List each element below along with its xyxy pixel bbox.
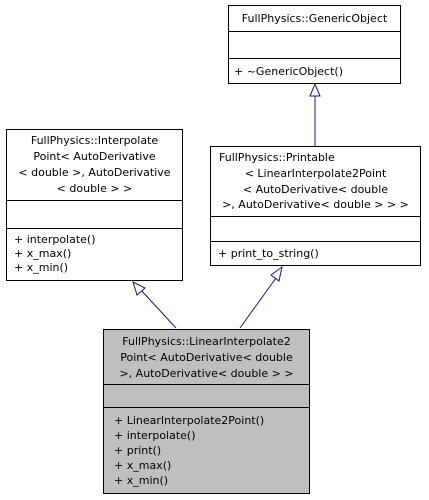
method-print-to-string: + print_to_string() (218, 247, 319, 260)
class-title-line-4: < double > > (57, 182, 133, 195)
class-title-line-2: Point< AutoDerivative< double (120, 351, 293, 364)
class-title-line-4: >, AutoDerivative< double > > > (222, 198, 409, 211)
method-x-min: + x_min() (114, 474, 168, 487)
method-x-min: + x_min() (14, 261, 68, 274)
method-x-max: + x_max() (14, 247, 71, 260)
class-title-line-2: < LinearInterpolate2Point (245, 167, 387, 180)
class-title-line-3: < double >, AutoDerivative (18, 166, 170, 179)
edge-arrowhead-interpolate-point (132, 281, 146, 296)
class-box-linear-interpolate2point: FullPhysics::LinearInterpolate2 Point< A… (103, 329, 310, 494)
edge-arrowhead-printable (270, 265, 283, 282)
class-title-line-1: FullPhysics::Interpolate (31, 134, 159, 147)
inheritance-edges (132, 82, 321, 329)
edge-linear-to-interpolate-point (139, 288, 177, 329)
class-title-generic-object: FullPhysics::GenericObject (242, 12, 388, 25)
edge-linear-to-printable (239, 277, 277, 329)
class-box-generic-object: FullPhysics::GenericObject + ~GenericObj… (228, 5, 401, 84)
class-title-line-2: Point< AutoDerivative (33, 150, 156, 163)
method-interpolate: + interpolate() (114, 429, 196, 442)
class-title-line-1: FullPhysics::Printable (219, 151, 335, 164)
method-interpolate: + interpolate() (14, 233, 96, 246)
class-box-interpolate-point: FullPhysics::Interpolate Point< AutoDeri… (6, 129, 183, 281)
class-title-line-3: >, AutoDerivative< double > > (119, 367, 293, 380)
method-x-max: + x_max() (114, 459, 171, 472)
class-title-line-1: FullPhysics::LinearInterpolate2 (122, 335, 291, 348)
edge-arrowhead-generic-object (309, 82, 321, 97)
method-print: + print() (114, 444, 161, 457)
method-destructor: + ~GenericObject() (234, 65, 343, 78)
class-title-line-3: < AutoDerivative< double (243, 183, 388, 196)
class-box-printable: FullPhysics::Printable < LinearInterpola… (210, 146, 421, 266)
method-constructor: + LinearInterpolate2Point() (114, 414, 264, 427)
